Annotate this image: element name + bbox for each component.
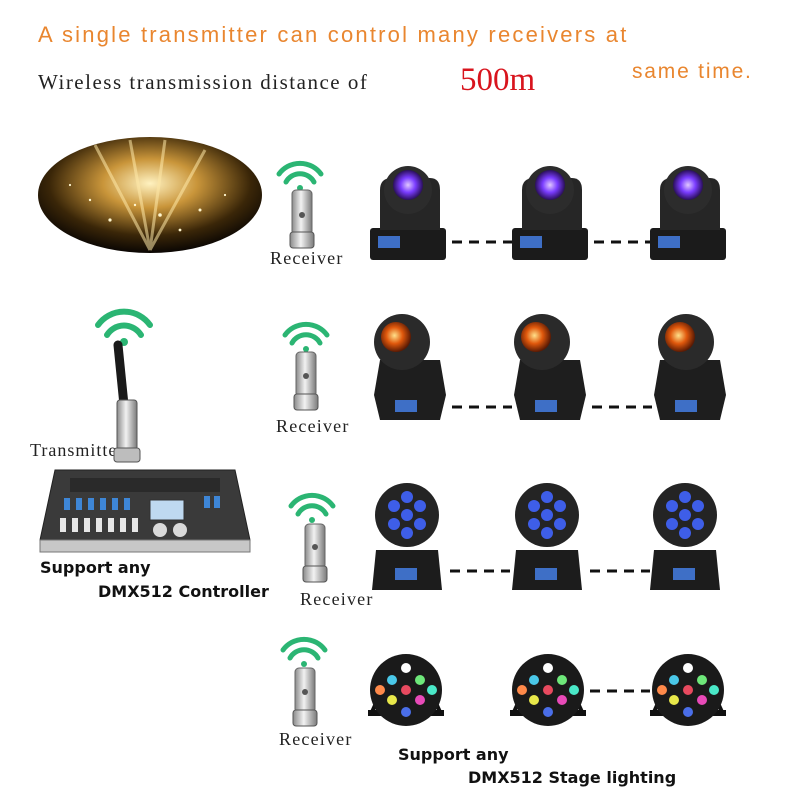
lighting-caption-line2: DMX512 Stage lighting [468,768,677,787]
dmx-daisy-chain-lines [450,240,652,693]
fixture-row4 [368,654,726,726]
receiver-dongle-row1 [289,189,315,249]
distance-value: 500m [460,62,536,98]
controller-caption-line1: Support any [40,558,151,577]
dmx-controller-console [39,469,251,553]
receiver-label-row1: Receiver [270,248,344,268]
lighting-caption-line1: Support any [398,745,509,764]
receiver-label-row4: Receiver [279,729,353,749]
stage-light-image [38,137,262,253]
fixture-row3 [372,483,720,590]
receiver-dongle-row4 [292,667,318,727]
fixture-row1 [370,166,726,260]
receiver-label-row2: Receiver [276,416,350,436]
headline-continuation: same time. [632,60,753,83]
wifi-icon [276,160,324,185]
transmitter-device [113,340,141,463]
fixture-row2 [374,314,726,420]
transmitter-label: Transmitter [30,440,125,460]
receiver-label-row3: Receiver [300,589,374,609]
receiver-dongle-row3 [302,523,328,583]
headline-text: A single transmitter can control many re… [38,22,629,47]
controller-caption-line2: DMX512 Controller [98,582,269,601]
receiver-dongle-row2 [293,351,319,411]
distance-caption: Wireless transmission distance of [38,70,369,94]
